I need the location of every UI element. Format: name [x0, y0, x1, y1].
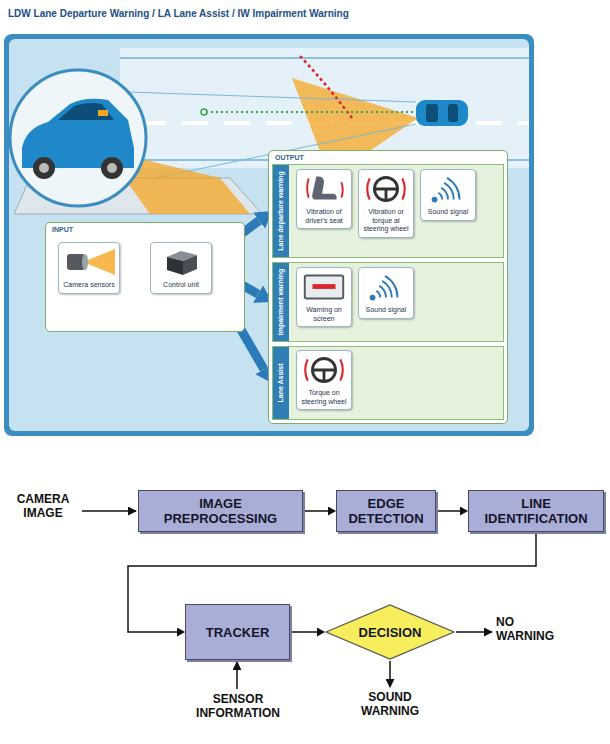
decision-diamond: DECISION: [325, 604, 455, 660]
flow-arrows: [82, 511, 492, 689]
node-label: Camera sensors: [61, 281, 117, 290]
node-label: DECISION: [359, 625, 422, 640]
node-label: Warning on screen: [299, 306, 349, 323]
icon-box: Torque on steering wheel: [296, 350, 352, 410]
node-label: Vibration of driver's seat: [299, 208, 349, 225]
group-label: OUTPUT: [275, 154, 304, 161]
camera-icon: [61, 245, 117, 279]
output-row: Vibration of driver's seat Vibration or t…: [272, 164, 504, 258]
group-panel: Camera sensors Control unit INPUT: [45, 222, 245, 332]
node-label: TRACKER: [206, 625, 270, 640]
icon-box: Camera sensors: [58, 242, 120, 294]
node-label: Torque on steering wheel: [299, 389, 349, 406]
node-label: EDGE DETECTION: [345, 496, 427, 526]
flow-arrow: [290, 631, 317, 633]
wheel-icon: [299, 353, 349, 387]
flow-arrow: [303, 510, 328, 512]
node-label: IMAGE PREPROCESSING: [159, 496, 282, 526]
icon-box: Vibration of driver's seat: [296, 169, 352, 229]
group-panel: Vibration of driver's seat Vibration or t…: [268, 150, 508, 424]
control-icon: [153, 245, 209, 279]
icon-box: Warning on screen: [296, 267, 352, 327]
group-label: Impairment warning: [273, 263, 289, 341]
process-box: EDGE DETECTION: [336, 490, 436, 532]
signal-label: CAMERA IMAGE: [6, 492, 80, 520]
icon-box: Sound signal: [358, 267, 414, 319]
group-label: Lane departure warning: [273, 165, 289, 257]
signal-label: SOUND WARNING: [352, 690, 428, 718]
output-row: Torque on steering wheel Lane Assist: [272, 346, 504, 420]
process-box: TRACKER: [185, 604, 290, 660]
flow-arrow: [436, 510, 460, 512]
group-label: INPUT: [52, 226, 73, 233]
node-label: Vibration or torque at steering wheel: [361, 208, 411, 234]
signal-label: NO WARNING: [496, 615, 562, 643]
illustration-panel: [4, 34, 534, 436]
group-label: Lane Assist: [273, 347, 289, 419]
node-label: Sound signal: [361, 306, 411, 315]
process-box: IMAGE PREPROCESSING: [138, 490, 303, 532]
seat-icon: [299, 172, 349, 206]
icon-box: Vibration or torque at steering wheel: [358, 169, 414, 238]
screen-icon: [299, 270, 349, 304]
node-label: Sound signal: [423, 208, 473, 217]
icon-box: Sound signal: [420, 169, 476, 221]
wheel-icon: [361, 172, 411, 206]
car-top-view: [416, 100, 468, 126]
signal-label: SENSOR INFORMATION: [190, 692, 286, 720]
node-label: Control unit: [153, 281, 209, 290]
sound-icon: [423, 172, 473, 206]
output-row: Warning on screen Sound signal Impairment …: [272, 262, 504, 342]
process-box: LINE IDENTIFICATION: [468, 490, 604, 532]
icon-box: Control unit: [150, 242, 212, 294]
node-label: LINE IDENTIFICATION: [477, 496, 595, 526]
sound-icon: [361, 270, 411, 304]
diagram-title: LDW Lane Departure Warning / LA Lane Ass…: [8, 8, 349, 19]
